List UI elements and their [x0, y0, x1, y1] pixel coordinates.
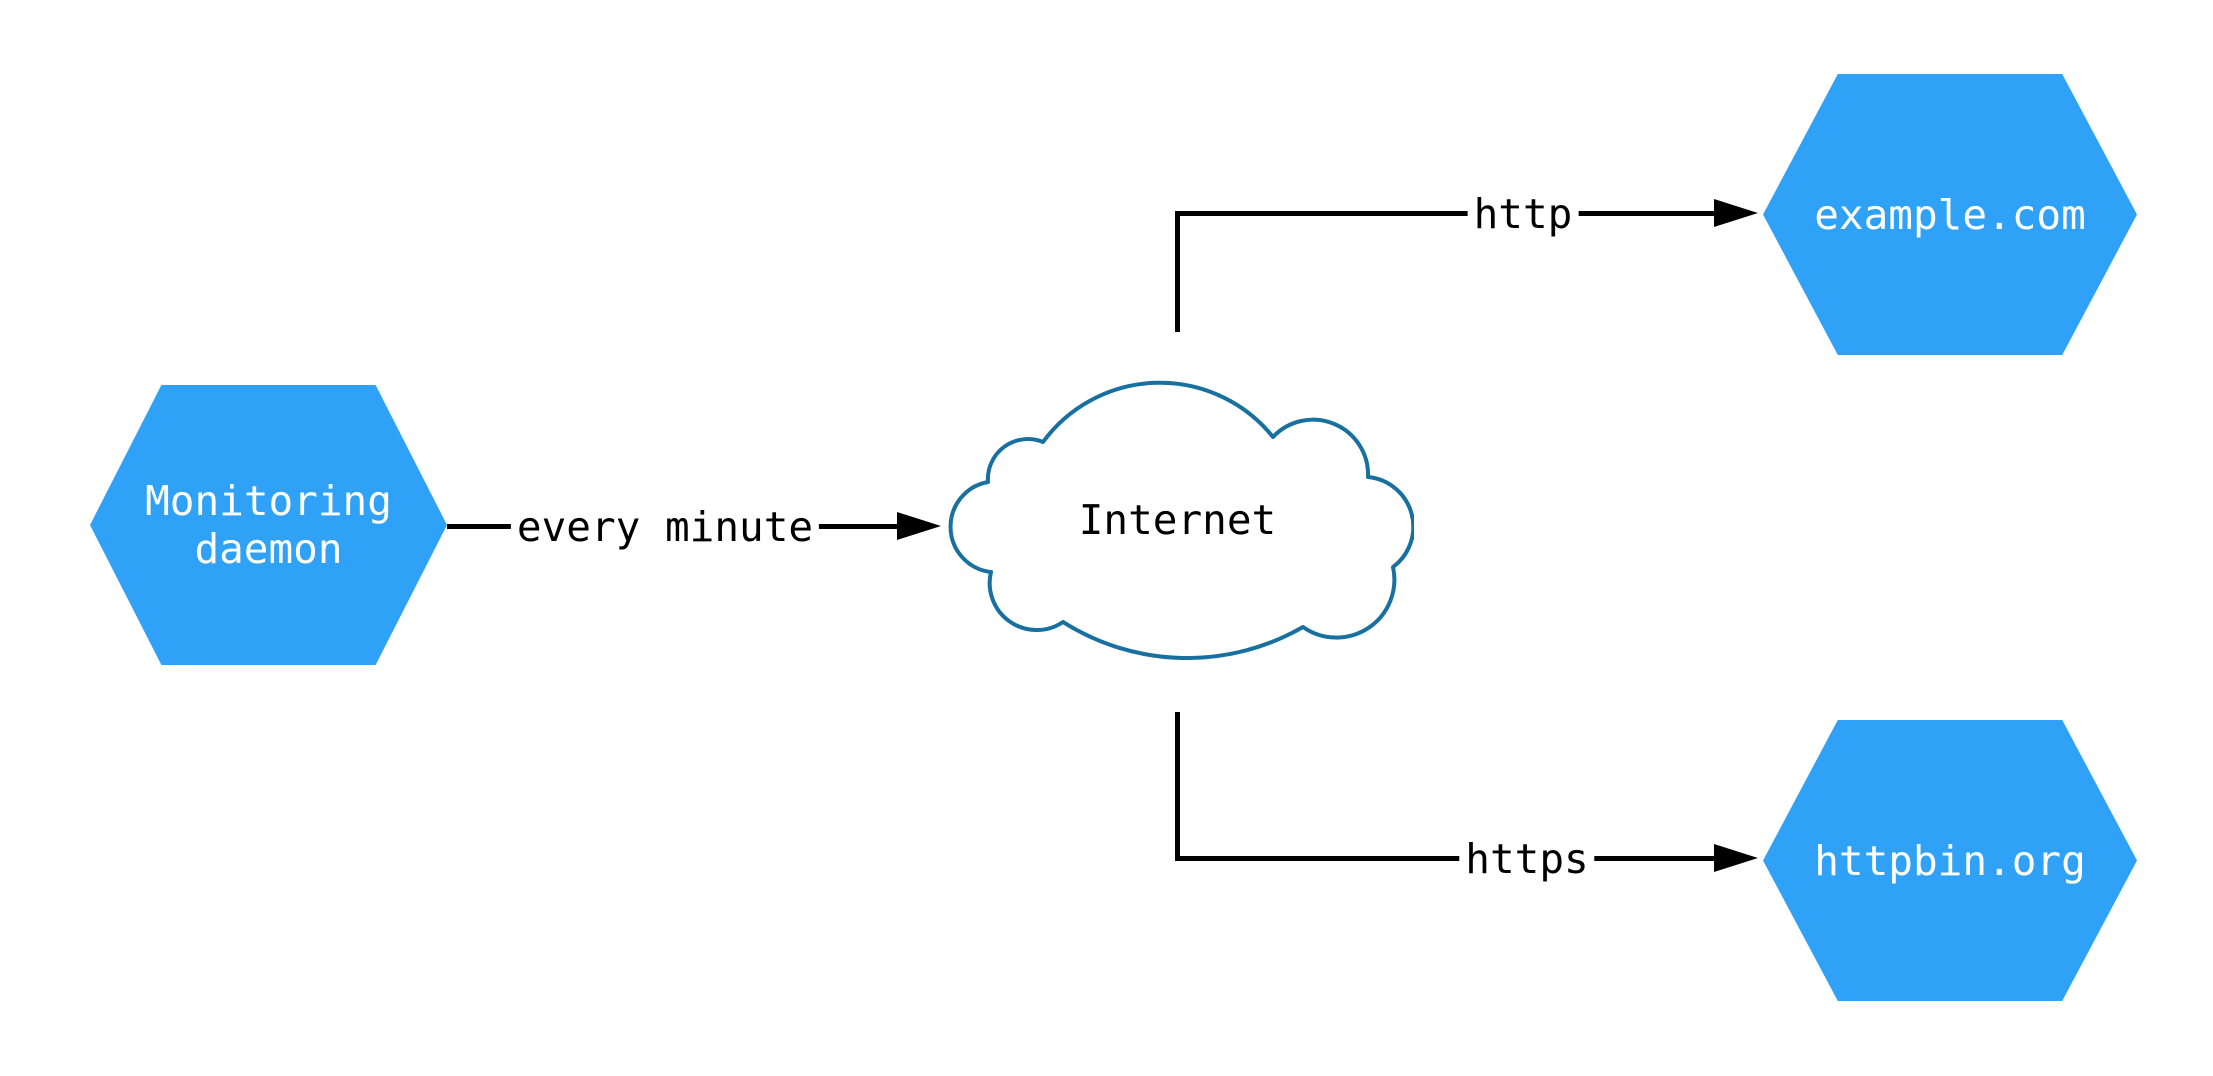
edge-https-vertical-line [1175, 712, 1180, 861]
arrowhead-every-minute [897, 512, 941, 540]
httpbin-org-label: httpbin.org [1814, 836, 2086, 885]
monitoring-daemon-label-line2: daemon [194, 525, 343, 573]
internet-cloud-node [941, 380, 1414, 660]
edge-http-horizontal-line [1175, 211, 1715, 216]
example-com-label: example.com [1814, 190, 2086, 239]
edge-every-minute-label: every minute [510, 502, 820, 552]
example-com-node: example.com [1763, 74, 2137, 355]
edge-https-label: https [1459, 834, 1595, 884]
edge-http-label: http [1467, 189, 1579, 239]
httpbin-org-node: httpbin.org [1763, 720, 2137, 1001]
monitoring-daemon-label-line1: Monitoring [145, 477, 392, 525]
arrowhead-https [1714, 844, 1758, 872]
internet-label: Internet [1078, 496, 1277, 544]
cloud-shape [948, 380, 1414, 660]
edge-http-vertical-line [1175, 211, 1180, 332]
arrowhead-http [1714, 199, 1758, 227]
edge-https-horizontal-line [1175, 856, 1715, 861]
